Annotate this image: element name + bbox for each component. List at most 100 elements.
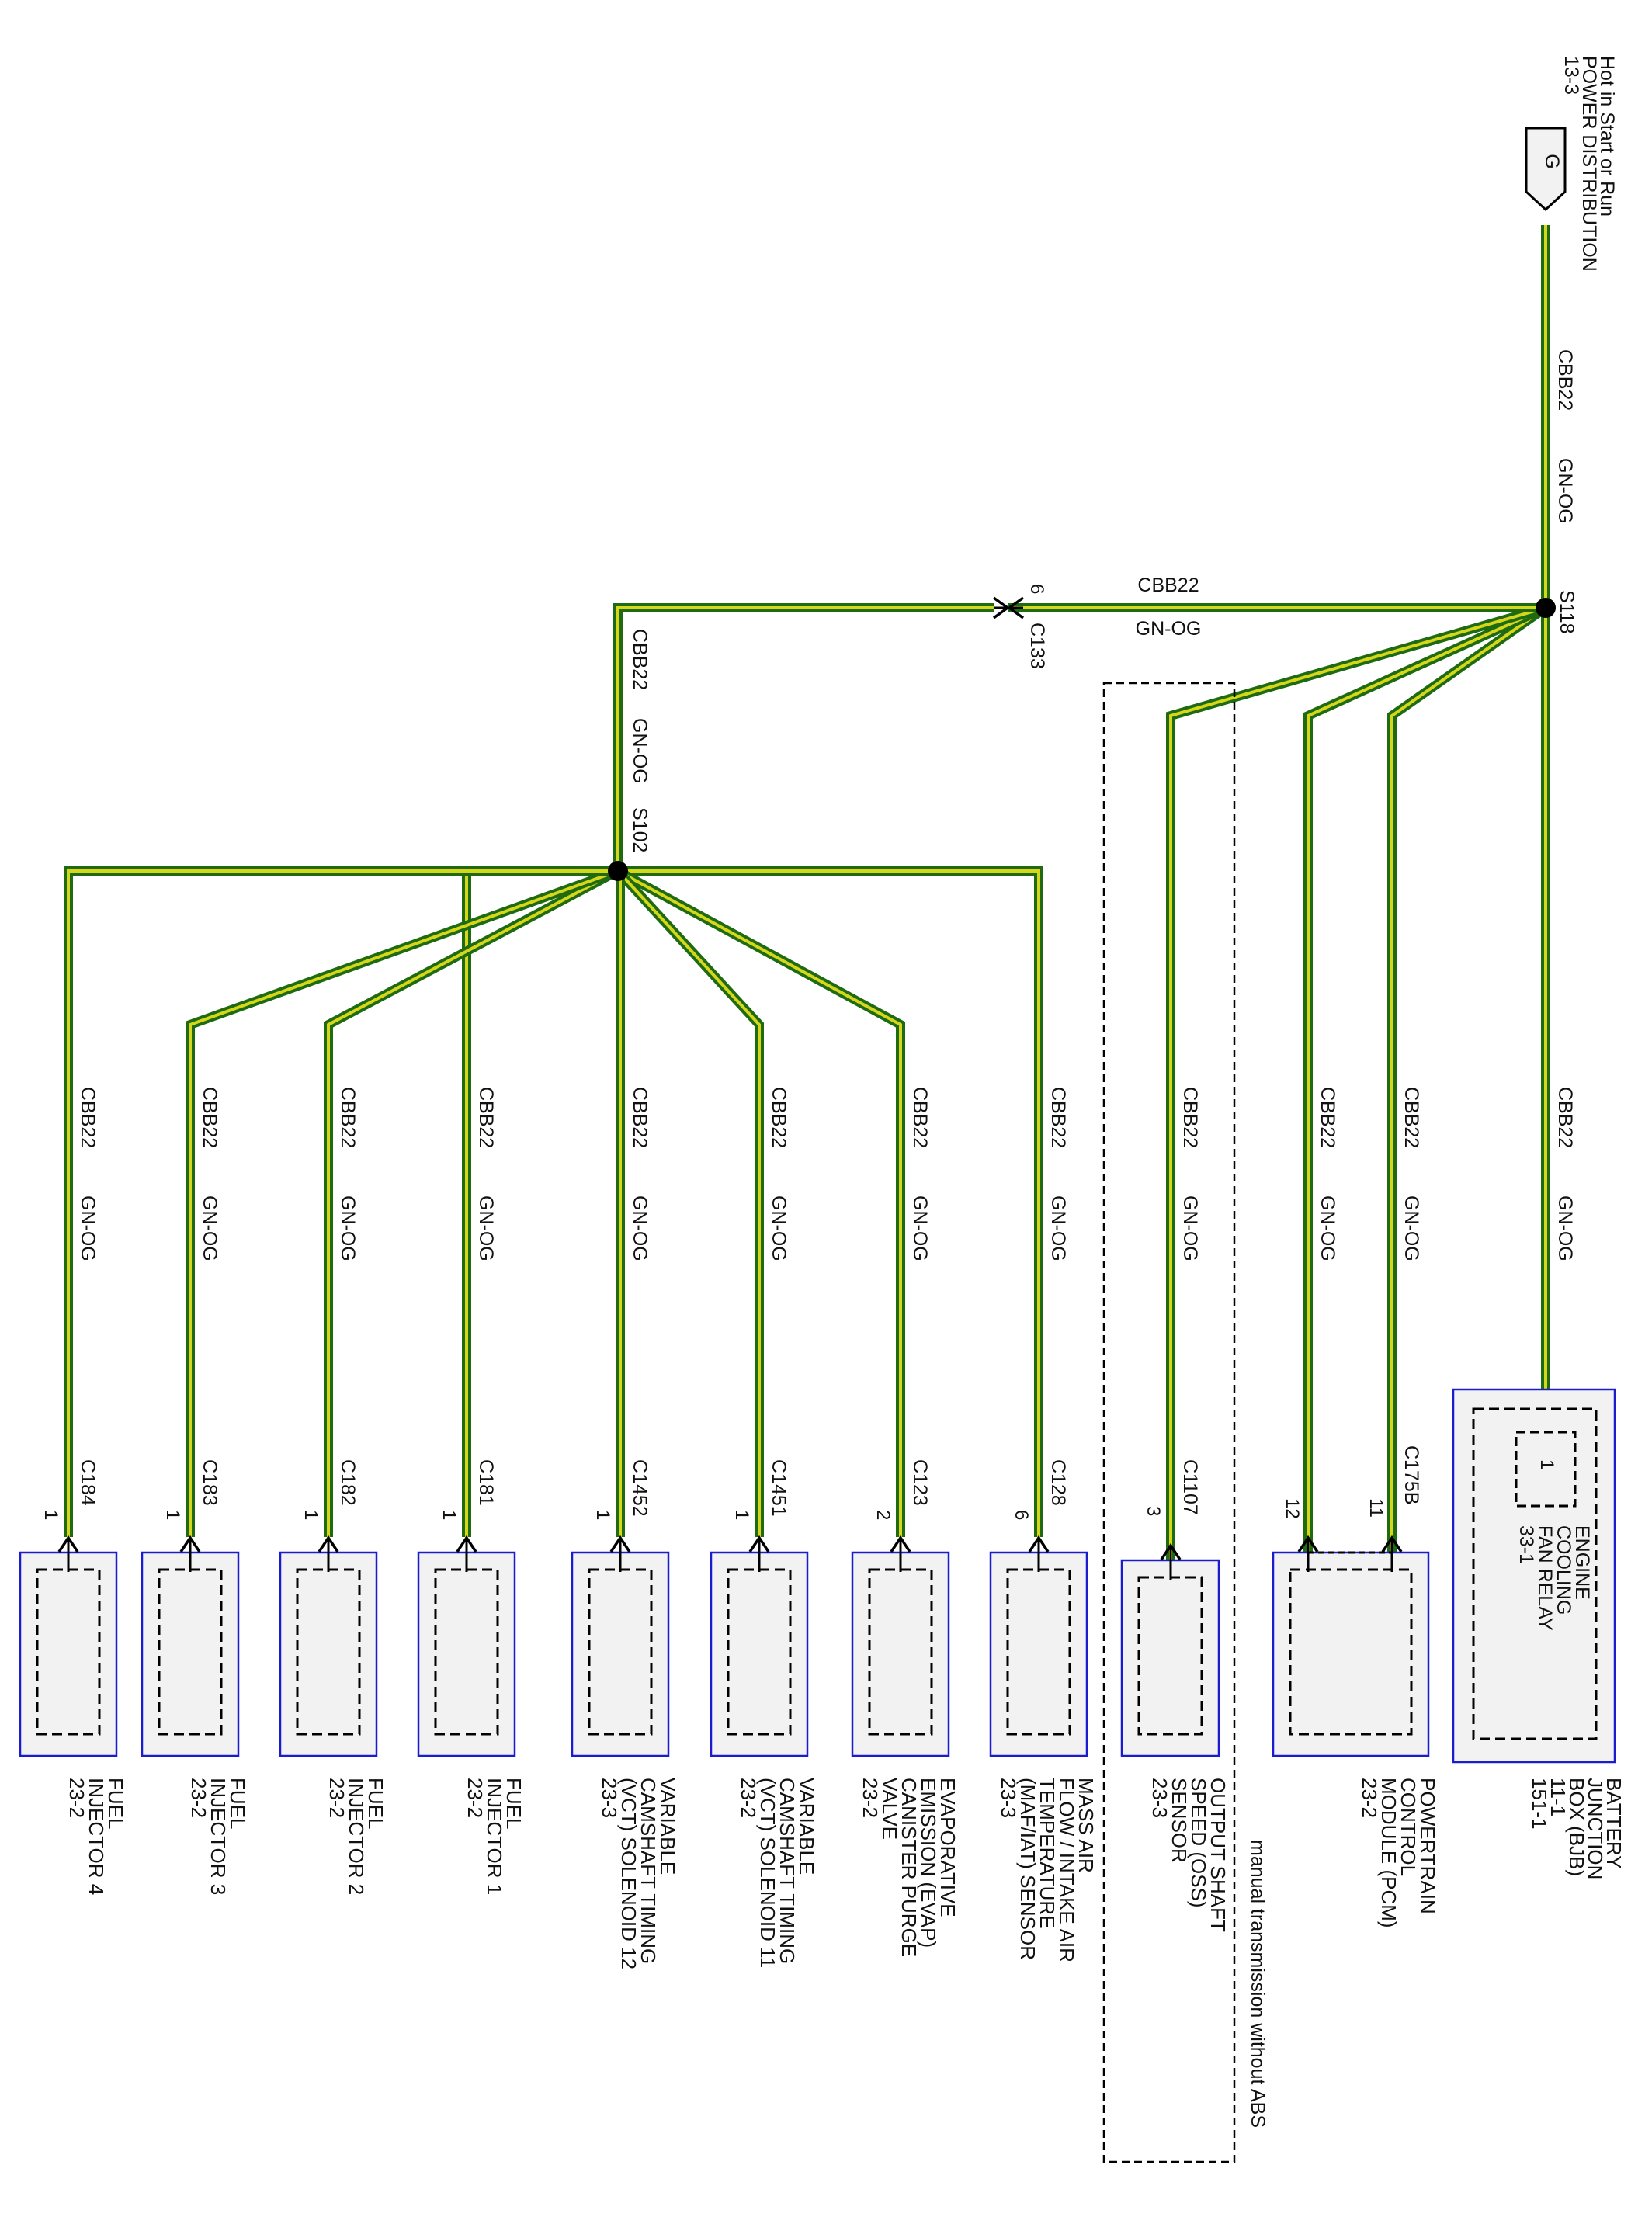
component-label-line: CANISTER PURGE — [897, 1778, 921, 1957]
component-label-line: EMISSION (EVAP) — [917, 1778, 940, 1948]
option-note-text: manual transmission without ABS — [1247, 1840, 1268, 2128]
component-outline — [417, 1551, 516, 1757]
component-2 — [851, 1551, 950, 1757]
component-label-line: MASS AIR — [1074, 1778, 1098, 1873]
option-enclosure — [1102, 682, 1236, 2163]
wire-to-oss — [1166, 603, 1547, 1560]
wire-c133-s102-color: GN-OG — [629, 718, 651, 784]
component-outline — [1272, 1551, 1430, 1757]
wire-stripe — [189, 869, 619, 1537]
pcm-label-line: 23-2 — [1358, 1778, 1381, 1818]
wire-color-text: GN-OG — [909, 1195, 931, 1261]
wire-outer — [613, 603, 994, 871]
component-internal — [1289, 1568, 1413, 1736]
wire-circuit-text: CBB22 — [475, 1087, 497, 1148]
component-5 — [417, 1551, 516, 1757]
wire-to-component-6 — [324, 866, 620, 1537]
oss-label-line: OUTPUT SHAFT — [1206, 1778, 1230, 1932]
wire-color-label: GN-OG — [909, 1195, 931, 1261]
component-outline — [141, 1551, 240, 1757]
component-2-connector: C123 — [909, 1459, 931, 1506]
inline-connector-c133 — [992, 596, 1025, 619]
wire-outer — [618, 866, 1043, 1537]
wire-color-label: GN-OG — [1400, 1195, 1422, 1261]
wire-to-component-4 — [616, 866, 625, 1537]
connector-g-shape — [1525, 127, 1567, 212]
wire-to-component-8 — [64, 866, 618, 1537]
component-label-line: 23-2 — [859, 1778, 882, 1818]
power-source-line: POWER DISTRIBUTION — [1578, 56, 1600, 272]
component-label-line: VARIABLE — [795, 1778, 818, 1875]
relay-pin-box — [1515, 1431, 1577, 1508]
wire-circuit-text: CBB22 — [77, 1087, 99, 1148]
component-label-line: FUEL — [364, 1778, 387, 1829]
pcm-label-line: POWERTRAIN — [1416, 1778, 1439, 1914]
component-7 — [141, 1551, 240, 1757]
bjb-inner-line: FAN RELAY — [1534, 1525, 1556, 1631]
wire-color-text: GN-OG — [1179, 1195, 1201, 1261]
component-1-pin-arrow — [1028, 1535, 1050, 1572]
option-note: manual transmission without ABS — [1247, 1840, 1268, 2128]
c133-pin: 6 — [1026, 584, 1047, 594]
component-outline — [989, 1551, 1088, 1757]
wire-circuit-label: CBB22 — [1554, 1087, 1576, 1148]
wire-color-label: GN-OG — [337, 1195, 359, 1261]
component-8-pin: 1 — [40, 1510, 61, 1520]
component-label-line: 23-2 — [463, 1778, 487, 1818]
wire-circuit-label: CBB22 — [475, 1087, 497, 1148]
pcm-component — [1272, 1551, 1430, 1757]
component-outline — [710, 1551, 809, 1757]
component-6-pin-arrow — [318, 1535, 339, 1572]
component-label-line: VALVE — [878, 1778, 901, 1840]
wire-stripe — [616, 869, 761, 1537]
oss-label-line: 23-3 — [1148, 1778, 1171, 1818]
pcm-pin-11: 11 — [1366, 1498, 1386, 1518]
pcm-pin-11-arrow — [1381, 1535, 1403, 1572]
component-1 — [989, 1551, 1088, 1757]
component-label-line: 23-2 — [65, 1778, 88, 1818]
component-7-connector: C183 — [199, 1459, 220, 1506]
component-label-line: INJECTOR 1 — [483, 1778, 506, 1895]
wire-circuit-label: CBB22 — [199, 1087, 220, 1148]
component-label-line: FUEL — [502, 1778, 526, 1829]
component-3-pin-arrow — [748, 1535, 770, 1572]
wire-circuit-text: CBB22 — [1317, 1087, 1338, 1148]
wire-circuit-text: CBB22 — [1554, 349, 1576, 411]
wire-circuit-label: CBB22 — [629, 1087, 651, 1148]
component-8-connector: C184 — [77, 1459, 99, 1506]
wire-color-text: GN-OG — [768, 1195, 790, 1261]
splice-s118-dot — [1536, 598, 1556, 618]
wire-c133-s102-circuit: CBB22 — [629, 629, 651, 690]
component-label-line: INJECTOR 2 — [345, 1778, 368, 1895]
wire-circuit-label: CBB22 — [1179, 1087, 1201, 1148]
oss-label-line: SPEED (OSS) — [1187, 1778, 1210, 1908]
wire-circuit-text: CBB22 — [1400, 1087, 1422, 1148]
connector-g-letter: G — [1541, 154, 1563, 168]
component-outline — [279, 1551, 378, 1757]
wire-color-label: GN-OG — [1317, 1195, 1338, 1261]
component-4-connector: C1452 — [629, 1459, 651, 1517]
component-5-connector: C181 — [475, 1459, 497, 1506]
wire-circuit-text: CBB22 — [629, 1087, 651, 1148]
bjb-inner-line: 33-1 — [1515, 1525, 1537, 1564]
component-label-line: FUEL — [226, 1778, 249, 1829]
component-label-line: 23-3 — [598, 1778, 621, 1818]
component-2-pin-arrow — [890, 1535, 911, 1572]
component-5-pin-arrow — [456, 1535, 477, 1572]
component-4 — [571, 1551, 670, 1757]
c133-id: C133 — [1026, 623, 1048, 669]
oss-connector: C1107 — [1179, 1459, 1201, 1515]
wire-color-text: GN-OG — [1554, 458, 1576, 524]
component-3-pin: 1 — [731, 1510, 752, 1520]
component-4-pin-arrow — [609, 1535, 631, 1572]
wire-circuit-text: CBB22 — [629, 629, 651, 690]
component-label-line: INJECTOR 3 — [206, 1778, 230, 1895]
